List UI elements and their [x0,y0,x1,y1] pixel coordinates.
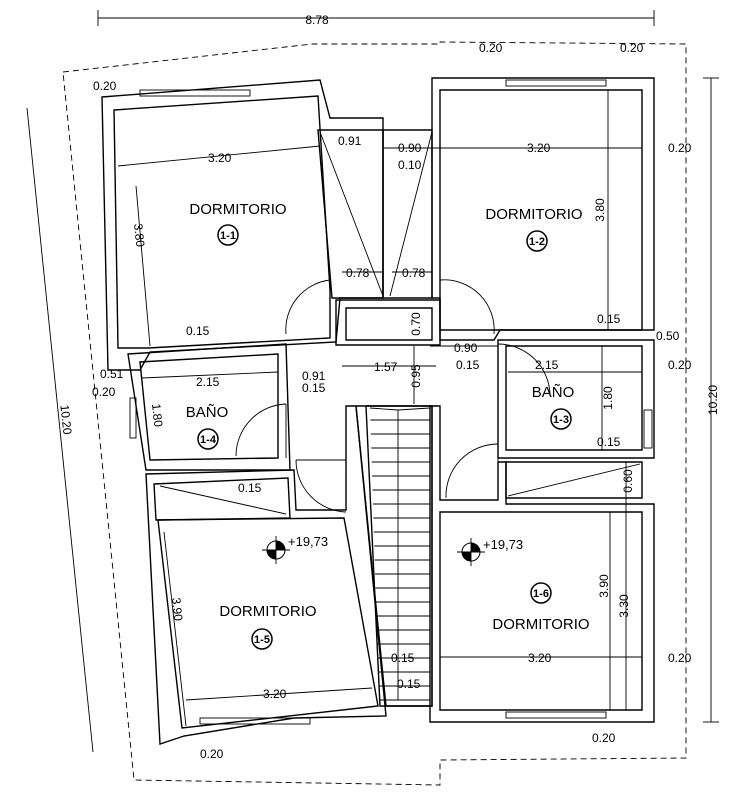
dimension-labels: 8.78 10.20 10.20 0.20 0.20 0.20 3.20 3.8… [57,13,720,761]
dim-dorm11-width: 3.20 [208,151,232,165]
dim-right-wall-050: 0.50 [656,329,680,343]
dim-bottom-right-wall: 0.20 [592,731,616,745]
dim-dorm16-height-b: 3.30 [617,594,631,618]
room-bano-1-4: BAÑO 1-4 [186,404,229,450]
dim-top-mid-wall: 0.20 [479,41,503,55]
room-labels: DORMITORIO 1-1 DORMITORIO 1-2 BAÑO 1-3 B… [186,201,590,650]
dim-total-height-left: 10.20 [57,404,74,436]
dim-bath13-width: 2.15 [535,358,559,372]
dim-dorm16-height-a: 3.90 [597,574,611,598]
dim-dorm15-height: 3.90 [169,597,185,622]
dim-box-070: 0.70 [409,312,423,336]
walls [101,77,655,745]
dim-dorm16-width: 3.20 [528,651,552,665]
dim-hall-157: 1.57 [374,360,398,374]
room-code: 1-2 [529,236,545,248]
dim-closet-78-right: 0.78 [402,266,426,280]
overall-dimensions [26,10,719,753]
dim-closet-left: 0.91 [338,134,362,148]
door-bath-1-4 [235,403,287,457]
dim-top-left-wall: 0.20 [93,79,117,93]
door-dorm-1-2 [439,279,495,335]
dim-total-width: 8.78 [305,13,329,27]
dim-hall-015-b: 0.15 [456,358,480,372]
dim-closet-060: 0.60 [621,469,635,493]
dim-hall-091: 0.91 [302,369,326,383]
dim-bath14-width: 2.15 [196,375,220,389]
dim-left-051: 0.51 [100,367,124,381]
dim-bath14-height: 1.80 [149,403,165,428]
room-bano-1-3: BAÑO 1-3 [532,384,575,430]
level-marker-right: +19,73 [457,537,523,566]
room-name: DORMITORIO [485,206,582,223]
dim-dorm12-width: 3.20 [527,141,551,155]
room-code: 1-4 [200,434,217,446]
dim-dorm12-height: 3.80 [593,198,607,222]
room-name: DORMITORIO [189,201,286,218]
dim-hall-090: 0.90 [454,341,478,355]
dim-right-wall-020-b: 0.20 [668,358,692,372]
level-marker-left: +19,73 [262,534,328,564]
room-name: DORMITORIO [492,616,589,633]
stair-treads [370,419,430,701]
dim-hall-095: 0.95 [409,364,423,388]
dim-bath-top-wall: 0.15 [186,324,210,338]
interior-dimension-lines [117,90,642,727]
dim-stair-015-b: 0.15 [397,677,421,691]
door-bath-1-3 [497,343,551,397]
dim-bottom-left-wall: 0.20 [200,747,224,761]
room-dorm-1-2: DORMITORIO 1-2 [485,206,583,252]
level-markers: +19,73 +19,73 [262,534,523,566]
door-dorm-1-5 [295,459,347,513]
dim-right-wall-020-c: 0.20 [668,651,692,665]
dim-top-right-wall: 0.20 [620,41,644,55]
dim-total-height-right: 10.20 [706,385,720,415]
dim-hall-015-a: 0.15 [302,381,326,395]
level-label-right: +19,73 [483,537,523,552]
dim-closet-78-left: 0.78 [346,266,370,280]
dim-stair-015-a: 0.15 [391,651,415,665]
door-dorm-1-1 [285,279,331,335]
dim-bath13-height: 1.80 [601,386,615,410]
dim-bath14-bottom: 0.15 [238,481,262,495]
dim-closet-right: 0.90 [398,141,422,155]
dim-dorm15-width: 3.20 [263,687,287,701]
dim-right-wall-top: 0.20 [668,141,692,155]
dim-left-020: 0.20 [92,385,116,399]
dim-bath13-bottom-wall: 0.15 [597,435,621,449]
dim-closet-gap: 0.10 [398,158,422,172]
level-label-left: +19,73 [288,534,328,549]
room-code: 1-3 [553,414,569,426]
room-code: 1-6 [533,588,549,600]
site-outline [62,41,687,786]
doors [235,279,551,513]
windows [129,79,653,725]
dim-dorm12-bottom-wall: 0.15 [597,312,621,326]
room-dorm-1-1: DORMITORIO 1-1 [189,201,287,246]
dim-dorm11-height: 3.80 [131,223,147,248]
room-name: BAÑO [186,404,229,421]
room-name: DORMITORIO [219,603,316,620]
room-code: 1-5 [254,634,270,646]
room-name: BAÑO [532,384,575,401]
room-dorm-1-5: DORMITORIO 1-5 [219,603,317,650]
room-code: 1-1 [220,230,236,242]
room-dorm-1-6: 1-6 DORMITORIO [492,582,590,633]
door-dorm-1-6 [445,443,499,499]
